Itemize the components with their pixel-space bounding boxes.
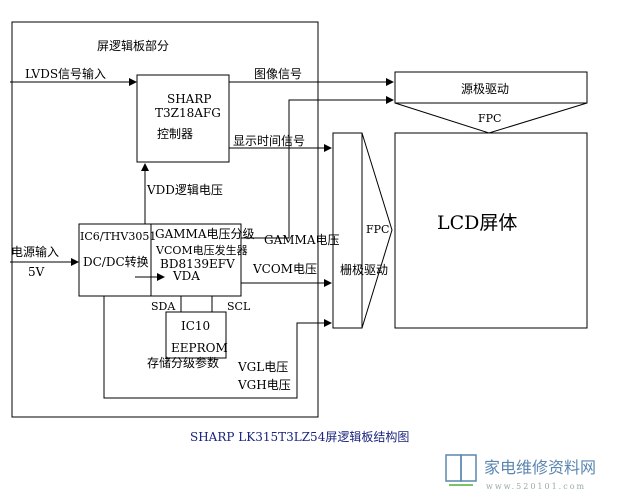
sda-label: SDA (151, 300, 176, 313)
gate-fpc-label: FPC (366, 223, 389, 236)
controller-line3: 控制器 (157, 127, 193, 141)
logic-board-outline (11, 21, 319, 418)
lcd-panel-block (394, 132, 588, 329)
book-logo-icon (445, 454, 477, 486)
gate-fpc (361, 132, 393, 329)
controller-line1: SHARP (167, 92, 211, 106)
vdd-label: VDD逻辑电压 (146, 183, 223, 197)
vgl-label: VGL电压 (237, 360, 288, 374)
timing-label: 显示时间信号 (233, 134, 305, 148)
vgh-label: VGH电压 (237, 378, 291, 392)
source-fpc-label: FPC (478, 112, 501, 125)
board-label: 屏逻辑板部分 (97, 38, 169, 53)
gamma-ic-block (150, 223, 242, 297)
gamma-ic-line3: BD8139EFV (160, 257, 235, 271)
source-driver-label: 源极驱动 (461, 82, 509, 96)
gate-driver-label: 栅极驱动 (340, 262, 388, 277)
vgl-vgh-arrow (103, 296, 332, 399)
logo-name: 家电维修资料网 (484, 458, 596, 477)
dcdc-line2: DC/DC转换 (83, 254, 149, 269)
logo-url: www.520101.com (486, 482, 586, 491)
power-voltage: 5V (28, 265, 45, 279)
diagram-caption: SHARP LK315T3LZ54屏逻辑板结构图 (190, 429, 409, 444)
eeprom-line1: IC10 (181, 319, 210, 333)
gamma-ic-line1: GAMMA电压分级 (155, 227, 255, 241)
gamma-arrow (241, 96, 394, 239)
gamma-label: GAMMA电压 (264, 233, 340, 247)
eeprom-block (165, 311, 227, 359)
lvds-label: LVDS信号输入 (25, 66, 106, 81)
dcdc-line1: IC6/THV3051 (80, 230, 156, 243)
controller-block (136, 74, 230, 163)
source-driver-block (394, 71, 588, 104)
gamma-ic-line2: VCOM电压发生器 (155, 243, 248, 257)
scl-label: SCL (227, 300, 251, 313)
vda-label: VDA (172, 269, 200, 283)
power-label: 电源输入 (11, 244, 59, 259)
lcd-label: LCD屏体 (437, 212, 517, 234)
eeprom-line2: EEPROM (171, 341, 228, 355)
eeprom-note: 存储分级参数 (147, 355, 219, 370)
vcom-label: VCOM电压 (252, 262, 317, 276)
controller-line2: T3Z18AFG (155, 106, 221, 120)
image-signal-label: 图像信号 (254, 67, 302, 81)
gate-driver-block (332, 132, 363, 329)
